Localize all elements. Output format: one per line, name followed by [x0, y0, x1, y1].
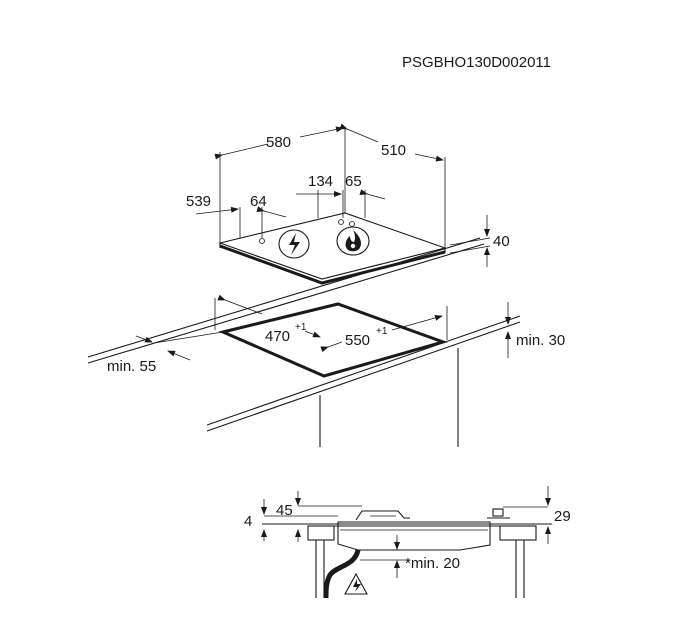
hob-top-view: [218, 212, 447, 285]
electric-symbol-icon: [278, 229, 310, 259]
dim-width: 580: [266, 134, 291, 151]
dim-height: 40: [493, 233, 510, 250]
dim-cutout-depth-tol: +1: [295, 322, 307, 333]
dim-knob-offset: 65: [345, 173, 362, 190]
countertop: [87, 237, 521, 447]
cutout-opening: [214, 298, 448, 378]
dim-side-45: 45: [276, 502, 293, 519]
dim-knob-spacing: 134: [308, 173, 333, 190]
dim-min-back: min. 30: [516, 332, 565, 349]
dim-cutout-width: 550: [345, 332, 370, 349]
document-code: PSGBHO130D002011: [402, 54, 551, 71]
dim-cutout-depth: 470: [265, 328, 290, 345]
dim-side-29: 29: [554, 508, 571, 525]
dim-clearance: *min. 20: [405, 555, 460, 572]
dim-side-4: 4: [244, 513, 252, 530]
dim-depth: 510: [381, 142, 406, 159]
dim-cutout-width-tol: +1: [376, 326, 388, 337]
side-section-view: [262, 508, 552, 599]
dim-min-front: min. 55: [107, 358, 156, 375]
dim-offset-left: 539: [186, 193, 211, 210]
electrical-hazard-icon: [344, 572, 368, 595]
gas-flame-icon: [336, 226, 370, 256]
dim-offset-knob: 64: [250, 193, 267, 210]
